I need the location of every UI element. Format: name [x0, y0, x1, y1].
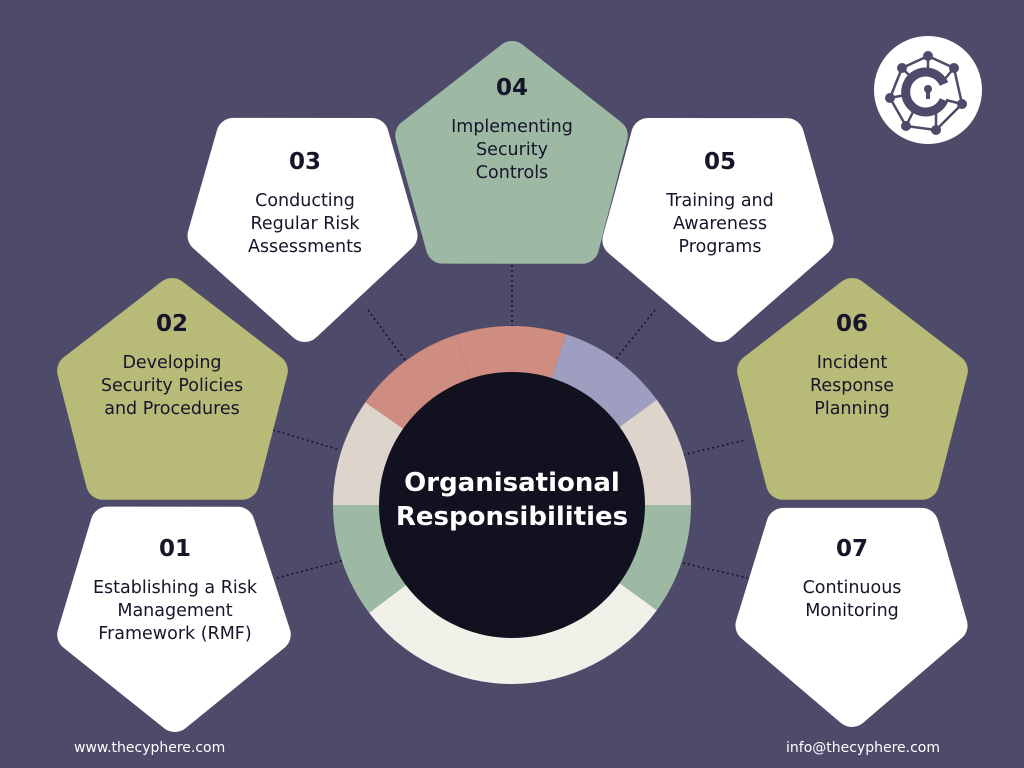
card-label-line: and Procedures [104, 399, 240, 419]
ring-segment [618, 505, 691, 611]
card-number: 01 [158, 536, 191, 562]
card-label-line: Awareness [673, 214, 767, 234]
center-circle [379, 372, 645, 638]
card-number: 06 [835, 311, 868, 337]
card-label-line: Developing [122, 353, 222, 373]
website-link[interactable]: www.thecyphere.com [74, 740, 226, 756]
ring-segment [551, 334, 657, 428]
card-label-line: Framework (RMF) [98, 624, 252, 644]
card-label-line: Regular Risk [250, 214, 360, 234]
connector-02 [272, 429, 341, 451]
connector-07 [682, 562, 749, 579]
pentagon-06 [737, 277, 968, 500]
card-number: 07 [835, 536, 868, 562]
connector-01 [276, 559, 346, 579]
card-number: 03 [288, 149, 321, 175]
cyphere-logo-icon [874, 36, 982, 144]
card-number: 02 [155, 311, 188, 337]
center-title: Organisational Responsibilities [395, 468, 629, 532]
pentagon-01 [57, 506, 291, 733]
card-label-line: Establishing a Risk [93, 578, 257, 598]
email-link[interactable]: info@thecyphere.com [786, 740, 940, 756]
card-label-line: Management [117, 601, 233, 621]
connector-06 [682, 439, 746, 456]
card-label-line: Training and [666, 191, 774, 211]
card-number: 04 [495, 75, 528, 101]
pentagon-04 [395, 41, 628, 264]
card-label-line: Assessments [247, 237, 363, 257]
card-label-line: Incident [816, 353, 888, 373]
card-label-line: Implementing [451, 117, 573, 137]
pentagon-02 [57, 277, 288, 500]
card-label-line: Planning [814, 399, 890, 419]
connector-05 [614, 309, 656, 361]
ring-segment [333, 505, 407, 613]
ring-segment [455, 326, 566, 380]
ring-segment [333, 402, 404, 505]
card-label-line: Controls [475, 163, 549, 183]
pentagon-07 [735, 507, 968, 727]
pentagon-05 [602, 118, 834, 343]
pentagon-03 [187, 117, 418, 343]
card-label-line: Continuous [802, 578, 902, 598]
card-label-line: Response [809, 376, 895, 396]
connector-03 [367, 309, 406, 361]
ring-segment [618, 399, 691, 505]
card-label-line: Monitoring [805, 601, 899, 621]
card-label-line: Security [476, 140, 548, 160]
card-number: 05 [703, 149, 736, 175]
ring-segment [369, 582, 657, 684]
card-label-line: Security Policies [100, 376, 244, 396]
card-label-line: Programs [678, 237, 762, 257]
card-label-line: Conducting [255, 191, 355, 211]
